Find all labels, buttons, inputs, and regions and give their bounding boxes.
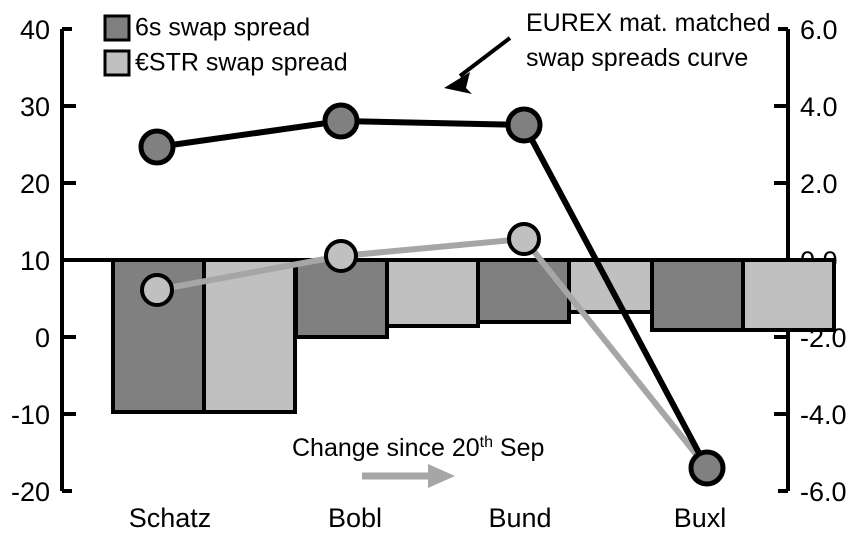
change-since-marker-schatz[interactable] (140, 273, 174, 307)
series-change-since-line (140, 222, 710, 470)
legend-label-estr: €STR swap spread (135, 49, 348, 77)
eurex-marker-schatz[interactable] (138, 128, 176, 166)
change-since-arrow-head (428, 464, 455, 488)
bar-estr-buxl[interactable] (741, 258, 836, 332)
eurex-arrow-shaft (458, 36, 512, 78)
right-tick-label-6: 6.0 (800, 15, 838, 45)
legend: 6s swap spread €STR swap spread (103, 14, 348, 77)
eurex-annotation: EUREX mat. matched swap spreads curve (444, 9, 771, 94)
right-axis: 6.0 4.0 2.0 0.0 -2.0 -4.0 -6.0 (774, 15, 847, 507)
series-eurex-curve (138, 102, 726, 487)
change-since-text: Change since 20th Sep (292, 434, 544, 462)
arrow-right-icon (362, 464, 455, 488)
change-since-main: Change since 20 (292, 434, 480, 462)
left-tick-label-10: 10 (20, 246, 50, 276)
legend-item-6s-swap-spread[interactable]: 6s swap spread (103, 14, 310, 42)
legend-label-6s: 6s swap spread (135, 14, 310, 42)
bar-group-bund (476, 258, 662, 324)
right-tick-label-4: 4.0 (800, 92, 838, 122)
bar-6s-bund[interactable] (476, 258, 571, 324)
eurex-marker-buxl[interactable] (688, 449, 726, 487)
bar-estr-schatz[interactable] (202, 258, 297, 414)
legend-swatch-estr-icon (103, 49, 131, 77)
bar-estr-bobl[interactable] (385, 258, 480, 328)
bar-estr-bund[interactable] (567, 258, 662, 314)
category-label-schatz: Schatz (129, 503, 212, 533)
left-axis: 40 30 20 10 0 -10 -20 (11, 15, 76, 507)
left-tick-label-neg10: -10 (11, 400, 50, 430)
change-since-marker-bobl[interactable] (324, 239, 358, 273)
left-tick-label-0: 0 (35, 323, 50, 353)
left-tick-label-30: 30 (20, 92, 50, 122)
left-tick-label-neg20: -20 (11, 477, 50, 507)
change-since-tail: Sep (493, 434, 544, 462)
right-tick-label-neg4: -4.0 (800, 400, 847, 430)
change-since-annotation: Change since 20th Sep (292, 434, 544, 488)
category-labels: Schatz Bobl Bund Buxl (129, 503, 727, 533)
change-since-polyline (156, 235, 710, 470)
legend-item-estr-swap-spread[interactable]: €STR swap spread (103, 49, 348, 77)
eurex-marker-bund[interactable] (505, 106, 543, 144)
eurex-arrow-head (444, 72, 472, 94)
change-since-marker-bund[interactable] (507, 222, 541, 256)
right-tick-label-neg6: -6.0 (800, 477, 847, 507)
eurex-annotation-line2: swap spreads curve (526, 44, 748, 72)
category-label-buxl: Buxl (674, 503, 727, 533)
legend-swatch-6s-icon (103, 14, 131, 42)
left-tick-label-40: 40 (20, 15, 50, 45)
right-tick-label-2: 2.0 (800, 169, 838, 199)
change-since-sup: th (480, 434, 493, 451)
bar-6s-buxl[interactable] (650, 258, 745, 332)
arrow-down-left-icon (444, 36, 512, 94)
left-tick-label-20: 20 (20, 169, 50, 199)
category-label-bobl: Bobl (328, 503, 382, 533)
eurex-curve-polyline (156, 117, 710, 470)
bar-group-buxl (650, 258, 836, 332)
eurex-marker-bobl[interactable] (322, 102, 360, 140)
category-label-bund: Bund (488, 503, 551, 533)
bar-group-bobl (294, 258, 480, 339)
eurex-annotation-line1: EUREX mat. matched (526, 9, 771, 37)
